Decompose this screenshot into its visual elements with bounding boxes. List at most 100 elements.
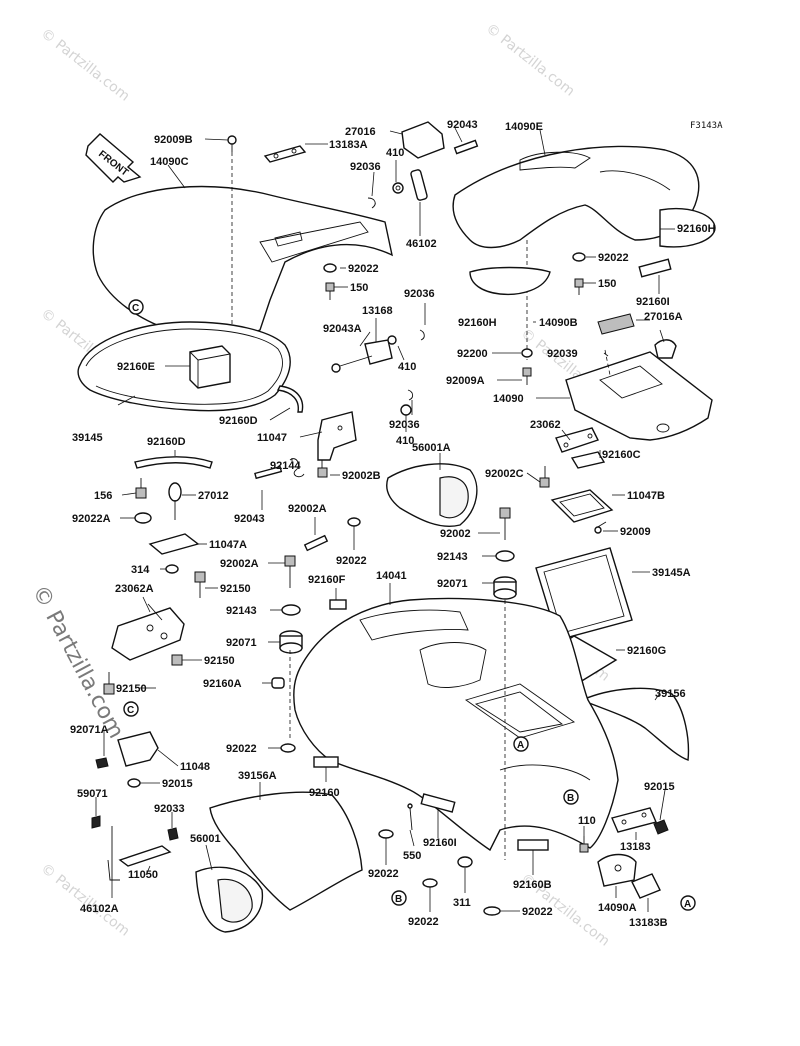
gasket-11047b [550, 489, 614, 523]
part-label: 14090C [150, 156, 189, 168]
washer-92022 [572, 252, 586, 262]
watermark-text: © Partzilla.com [27, 581, 129, 743]
svg-text:A: A [684, 899, 691, 910]
eyebolt-27012 [168, 482, 182, 520]
pad-92160c [570, 451, 606, 469]
part-label: 92022 [408, 916, 439, 928]
clip-92036 [419, 329, 425, 341]
part-label: 92015 [644, 781, 675, 793]
bolt-92150 [194, 571, 206, 598]
bolt-156 [135, 478, 147, 499]
mirror-56001 [195, 866, 264, 933]
nut-311 [457, 856, 473, 868]
side-cover-39156a [209, 791, 363, 911]
nut-92015 [653, 819, 669, 835]
part-label: 92036 [350, 161, 381, 173]
part-label: 92002B [342, 470, 381, 482]
pad-92160b [517, 839, 549, 851]
pin-550 [409, 807, 413, 831]
bolt-92002b [317, 460, 328, 478]
part-label: 92071A [70, 724, 109, 736]
part-label: 110 [578, 815, 596, 827]
part-label: 92160I [636, 296, 670, 308]
spring-92144 [289, 458, 305, 478]
part-label: 14041 [376, 570, 407, 582]
bolt-92009a [522, 367, 532, 385]
part-label: 92143 [226, 605, 257, 617]
washer-92022 [422, 878, 438, 888]
part-label: 92036 [389, 419, 420, 431]
washer-92022 [378, 829, 394, 839]
part-label: 92160G [627, 645, 666, 657]
part-label: 92015 [162, 778, 193, 790]
pad-92160f [329, 599, 347, 610]
part-labels: 92009B 13183A 27016 92043 14090E 14090C … [70, 119, 716, 929]
nut-92015 [127, 778, 141, 788]
plate-11047a [148, 533, 200, 555]
part-label: 92160I [423, 837, 457, 849]
part-label: 92150 [204, 655, 235, 667]
part-label: 410 [396, 435, 414, 447]
pin-92039 [604, 349, 611, 376]
part-label: 314 [131, 564, 150, 576]
ref-circle-a: A [513, 736, 529, 752]
part-label: 39145 [72, 432, 103, 444]
bolt-92150 [103, 672, 115, 695]
part-label: 92071 [437, 578, 468, 590]
part-label: 92160F [308, 574, 346, 586]
front-arrow-icon: FRONT [85, 133, 142, 183]
part-label: 14090E [505, 121, 543, 133]
part-label: 39156 [655, 688, 686, 700]
screw-92009b [227, 135, 237, 152]
strip-92160d [134, 456, 213, 469]
pad-92160a [271, 677, 285, 689]
clip-59071 [91, 815, 101, 829]
part-label: 92160D [219, 415, 258, 427]
part-label: 150 [350, 282, 368, 294]
part-label: 92144 [270, 460, 301, 472]
pad-92160 [313, 756, 339, 768]
grommet-92143 [495, 550, 515, 562]
part-label: 92160 [309, 787, 340, 799]
latch-14090a [597, 853, 637, 887]
clip-92071a [95, 757, 109, 769]
storage-lid-14090 [565, 351, 713, 441]
pad-92160h-left [469, 266, 551, 296]
bolt-92002a [284, 555, 296, 588]
washer-92022 [280, 743, 296, 753]
washer-410 [387, 335, 397, 345]
part-label: 14090B [539, 317, 578, 329]
part-label: 92071 [226, 637, 257, 649]
bolt-92150 [171, 654, 183, 666]
part-label: 11048 [180, 761, 210, 773]
washer-410 [400, 404, 412, 416]
part-label: 39156A [238, 770, 277, 782]
part-label: 92022 [348, 263, 379, 275]
part-label: 39145A [652, 567, 691, 579]
part-label: 410 [398, 361, 416, 373]
part-label: 14090A [598, 902, 637, 914]
part-label: 13168 [362, 305, 393, 317]
part-label: 92022 [522, 906, 553, 918]
part-label: 23062A [115, 583, 154, 595]
watermark-text: © Partzilla.com [38, 26, 133, 105]
part-label: 11050 [128, 869, 158, 881]
part-label: 92160C [602, 449, 641, 461]
part-label: 92160H [458, 317, 497, 329]
part-label: 92009A [446, 375, 485, 387]
part-label: 92160B [513, 879, 552, 891]
part-label: 14090 [493, 393, 524, 405]
part-label: 92039 [547, 348, 578, 360]
screw-110 [579, 836, 589, 853]
part-label: 56001 [190, 833, 221, 845]
nut-92033 [167, 827, 179, 841]
plate-13183b [631, 873, 661, 899]
bracket-11048 [117, 731, 159, 767]
hinge-13168 [331, 339, 393, 373]
part-label: 92043A [323, 323, 362, 335]
part-label: 92002C [485, 468, 524, 480]
hinge-23062 [555, 427, 599, 453]
part-label: 92022 [226, 743, 257, 755]
svg-text:C: C [127, 705, 134, 716]
